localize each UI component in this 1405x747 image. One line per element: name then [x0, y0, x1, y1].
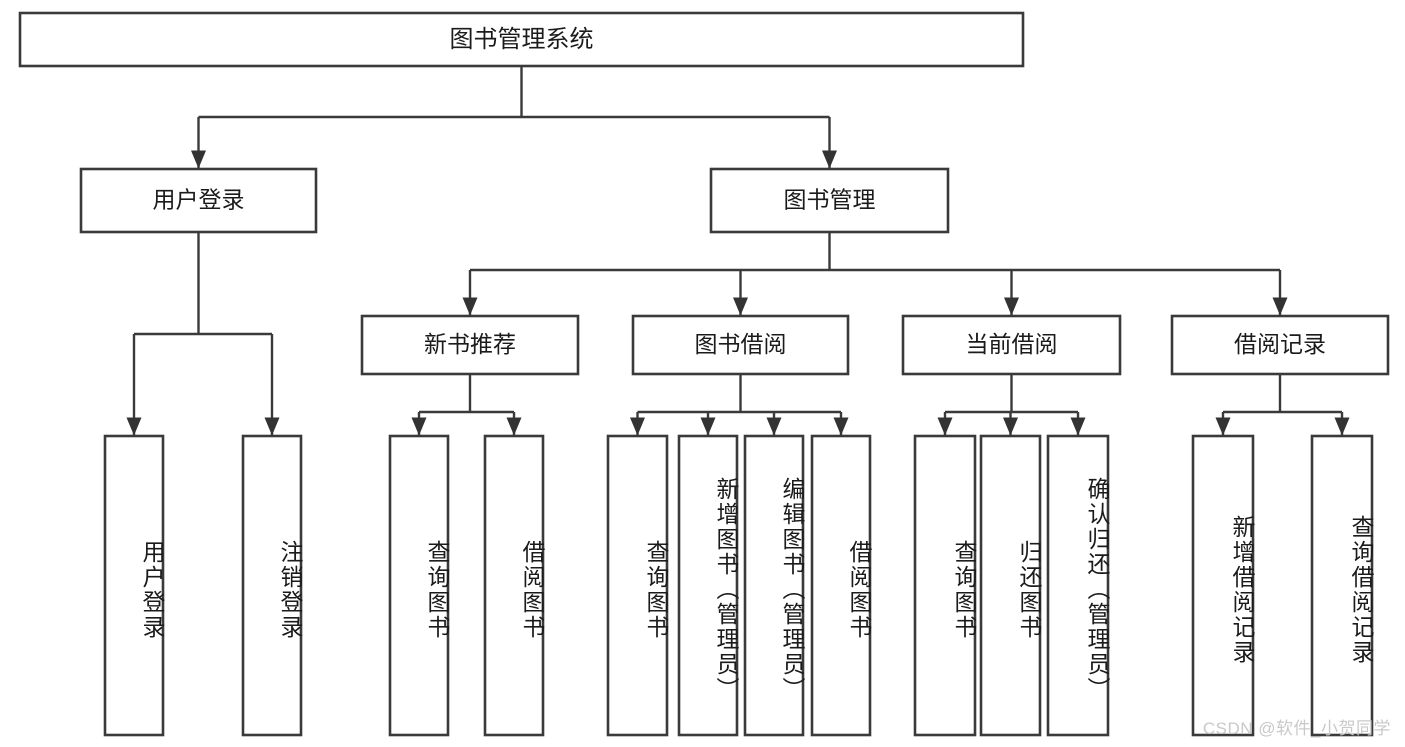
node-box-leaf-query-record[interactable]	[1310, 434, 1374, 737]
arrow-icon-leaf-query-book-3	[937, 417, 953, 436]
arrow-icon-leaf-query-book-1	[411, 417, 427, 436]
arrow-icon-leaf-user-login	[126, 417, 142, 436]
node-label-current-borrow: 当前借阅	[966, 331, 1058, 357]
node-label-borrow-record: 借阅记录	[1234, 331, 1326, 357]
arrow-icon-book-borrow	[733, 297, 748, 316]
watermark-text: CSDN @软件_小贺同学	[1202, 719, 1391, 738]
arrow-icon-leaf-confirm-return	[1070, 417, 1086, 436]
arrow-icon-book-manage	[822, 150, 837, 169]
arrow-icon-leaf-user-logout	[264, 417, 280, 436]
arrow-icon-borrow-record	[1272, 297, 1288, 316]
node-box-book-borrow[interactable]	[631, 314, 850, 376]
node-label-root: 图书管理系统	[450, 26, 594, 53]
arrow-icon-current-borrow	[1004, 297, 1019, 316]
node-box-leaf-user-logout[interactable]	[241, 434, 303, 737]
arrow-icon-leaf-query-record	[1334, 417, 1350, 436]
node-box-leaf-confirm-return[interactable]	[1046, 434, 1110, 737]
node-box-leaf-add-record[interactable]	[1191, 434, 1255, 737]
node-box-leaf-borrow-book-2[interactable]	[810, 434, 872, 737]
node-box-layer	[18, 11, 1390, 737]
node-box-borrow-record[interactable]	[1170, 314, 1390, 376]
arrow-icon-new-book-recommend	[462, 297, 478, 316]
arrow-icon-leaf-add-record	[1215, 417, 1231, 436]
node-label-book-manage: 图书管理	[784, 187, 876, 213]
connector-layer	[126, 66, 1350, 436]
arrow-icon-leaf-add-book	[700, 417, 716, 436]
node-box-leaf-query-book-3[interactable]	[913, 434, 977, 737]
node-label-book-borrow: 图书借阅	[695, 331, 787, 357]
arrow-icon-leaf-return-book	[1003, 417, 1018, 436]
arrow-icon-leaf-edit-book	[766, 417, 782, 436]
node-box-leaf-add-book[interactable]	[677, 434, 739, 737]
node-label-user-login: 用户登录	[153, 187, 245, 213]
node-box-book-manage[interactable]	[709, 167, 950, 234]
node-label-new-book-recommend: 新书推荐	[424, 331, 516, 357]
node-box-leaf-edit-book[interactable]	[743, 434, 805, 737]
arrow-icon-leaf-query-book-2	[630, 417, 645, 436]
arrow-icon-leaf-borrow-book-1	[506, 417, 522, 436]
node-box-leaf-query-book-2[interactable]	[606, 434, 669, 737]
node-box-new-book-recommend[interactable]	[360, 314, 580, 376]
node-box-current-borrow[interactable]	[901, 314, 1122, 376]
node-box-user-login[interactable]	[79, 167, 318, 234]
node-box-root[interactable]	[18, 11, 1025, 68]
arrow-icon-user-login	[191, 150, 206, 169]
arrow-icon-leaf-borrow-book-2	[833, 417, 849, 436]
node-box-leaf-return-book[interactable]	[979, 434, 1042, 737]
node-box-leaf-user-login[interactable]	[103, 434, 165, 737]
node-box-leaf-borrow-book-1[interactable]	[483, 434, 545, 737]
node-box-leaf-query-book-1[interactable]	[388, 434, 450, 737]
